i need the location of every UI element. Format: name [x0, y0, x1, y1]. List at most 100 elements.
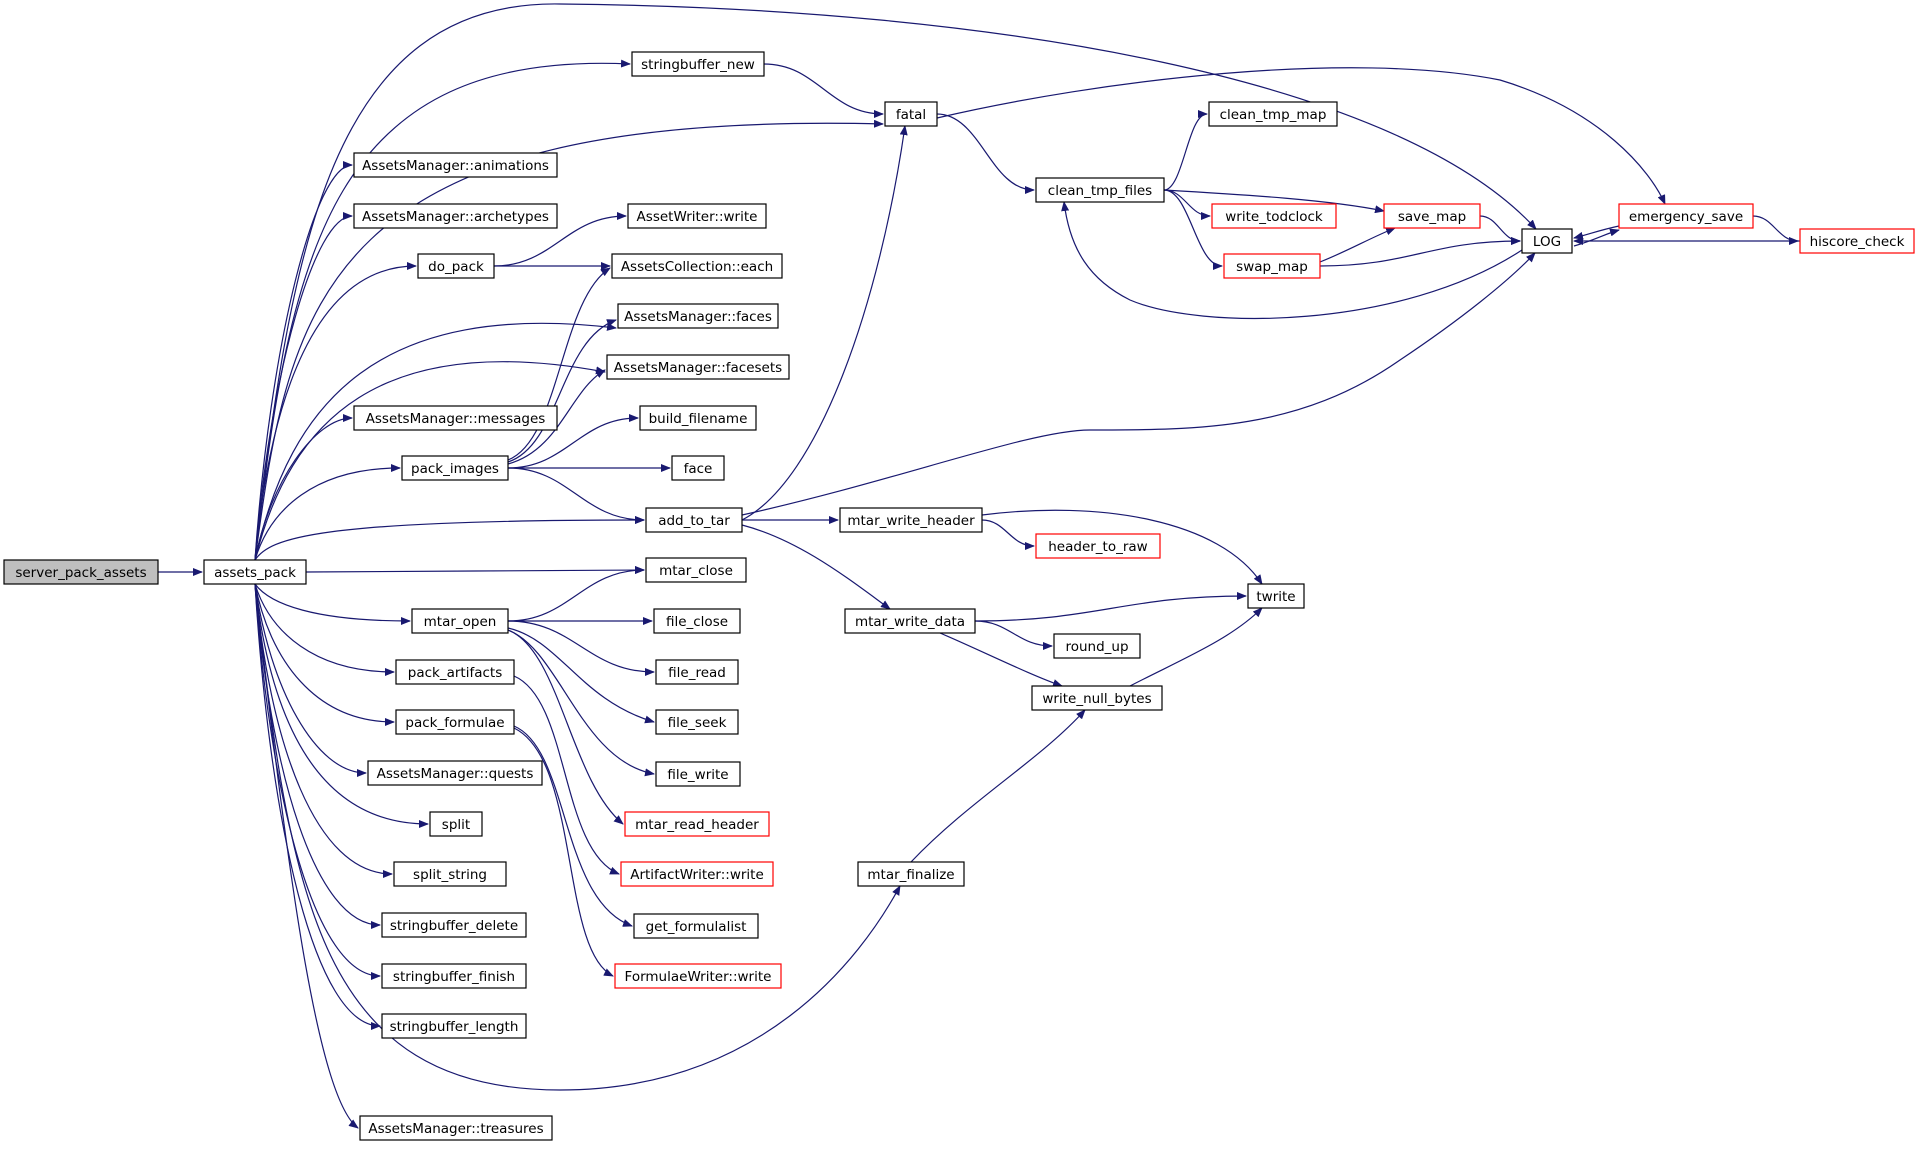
- node-assets-pack[interactable]: assets_pack: [203, 559, 307, 585]
- edge-do_pack-to-assetwriter_write: [493, 212, 627, 267]
- edge-mtar_finalize-to-write_null_bytes: [910, 709, 1086, 863]
- node-am-archetypes[interactable]: AssetsManager::archetypes: [353, 203, 558, 229]
- edge-assets_pack-to-am_archetypes: [254, 212, 353, 561]
- node-server-pack-assets[interactable]: server_pack_assets: [3, 559, 159, 585]
- edge-assets_pack-to-stringbuffer_new: [254, 59, 631, 561]
- node-box: [624, 811, 770, 837]
- node-clean-tmp-map[interactable]: clean_tmp_map: [1208, 101, 1338, 127]
- node-label: pack_artifacts: [408, 665, 502, 681]
- node-hiscore-check[interactable]: hiscore_check: [1799, 228, 1915, 254]
- edge-swap_map-to-LOG: [1319, 237, 1521, 267]
- node-box: [3, 559, 159, 585]
- node-box: [671, 455, 725, 481]
- node-split-string[interactable]: split_string: [393, 861, 507, 887]
- node-LOG[interactable]: LOG: [1521, 228, 1573, 254]
- edge-clean_tmp_files-to-swap_map: [1163, 189, 1223, 270]
- node-box: [367, 760, 543, 786]
- edge-assets_pack-to-add_to_tar: [254, 516, 645, 561]
- edge-swap_map-to-save_map: [1319, 227, 1396, 263]
- node-file-write[interactable]: file_write: [655, 761, 741, 787]
- edge-mtar_write_data-to-round_up: [974, 620, 1053, 650]
- node-label: fatal: [896, 107, 926, 123]
- node-file-seek[interactable]: file_seek: [655, 709, 739, 735]
- node-stringbuffer-delete[interactable]: stringbuffer_delete: [381, 912, 527, 938]
- node-assetwriter-write[interactable]: AssetWriter::write: [627, 203, 767, 229]
- edge-pack_formulae-to-get_formulalist: [513, 725, 633, 927]
- node-label: mtar_open: [424, 614, 497, 630]
- node-ac-each[interactable]: AssetsCollection::each: [611, 253, 783, 279]
- node-box: [395, 659, 515, 685]
- edge-assets_pack-to-am_messages: [254, 414, 353, 561]
- node-box: [411, 608, 509, 634]
- node-write-null-bytes[interactable]: write_null_bytes: [1031, 685, 1163, 711]
- edge-write_null_bytes-to-twrite: [1129, 607, 1263, 687]
- node-box: [606, 354, 790, 380]
- node-am-messages[interactable]: AssetsManager::messages: [353, 405, 558, 431]
- node-label: AssetsManager::animations: [362, 158, 549, 174]
- edge-pack_images-to-add_to_tar: [507, 467, 645, 524]
- node-mtar-open[interactable]: mtar_open: [411, 608, 509, 634]
- node-write-todclock[interactable]: write_todclock: [1211, 203, 1337, 229]
- node-label: AssetsManager::treasures: [368, 1121, 543, 1137]
- node-label: stringbuffer_length: [390, 1019, 519, 1035]
- node-split[interactable]: split: [429, 811, 483, 837]
- node-am-facesets[interactable]: AssetsManager::facesets: [606, 354, 790, 380]
- edge-mtar_open-to-mtar_read_header: [507, 629, 624, 825]
- node-label: clean_tmp_map: [1220, 107, 1327, 123]
- node-round-up[interactable]: round_up: [1053, 633, 1141, 659]
- node-get-formulalist[interactable]: get_formulalist: [633, 913, 759, 939]
- node-box: [429, 811, 483, 837]
- edge-assets_pack-to-am_quests: [254, 583, 367, 777]
- node-mtar-write-header[interactable]: mtar_write_header: [839, 507, 983, 533]
- node-label: file_write: [667, 767, 728, 783]
- node-clean-tmp-files[interactable]: clean_tmp_files: [1035, 177, 1165, 203]
- node-mtar-finalize[interactable]: mtar_finalize: [857, 861, 965, 887]
- node-box: [655, 659, 739, 685]
- edge-add_to_tar-to-mtar_write_data: [741, 524, 891, 610]
- node-face[interactable]: face: [671, 455, 725, 481]
- node-stringbuffer-length[interactable]: stringbuffer_length: [381, 1013, 527, 1039]
- node-emergency-save[interactable]: emergency_save: [1618, 203, 1754, 229]
- node-formulaewriter-write[interactable]: FormulaeWriter::write: [614, 963, 782, 989]
- edge-LOG-to-clean_tmp_files: [1061, 201, 1523, 320]
- edge-assets_pack-to-mtar_open: [254, 583, 411, 625]
- node-am-animations[interactable]: AssetsManager::animations: [353, 152, 558, 178]
- node-twrite[interactable]: twrite: [1247, 583, 1305, 609]
- edge-add_to_tar-to-LOG: [741, 252, 1536, 516]
- node-add-to-tar[interactable]: add_to_tar: [645, 507, 743, 533]
- node-box: [884, 101, 938, 127]
- node-label: AssetsManager::facesets: [614, 360, 782, 376]
- node-box: [1211, 203, 1337, 229]
- node-am-treasures[interactable]: AssetsManager::treasures: [359, 1115, 553, 1141]
- node-artifactwriter-write[interactable]: ArtifactWriter::write: [620, 861, 774, 887]
- node-build-filename[interactable]: build_filename: [639, 405, 757, 431]
- node-pack-images[interactable]: pack_images: [401, 455, 509, 481]
- node-label: mtar_write_data: [855, 614, 965, 630]
- node-pack-formulae[interactable]: pack_formulae: [395, 709, 515, 735]
- node-stringbuffer-finish[interactable]: stringbuffer_finish: [381, 963, 527, 989]
- edge-LOG-to-emergency_save: [1573, 228, 1620, 247]
- node-label: AssetsCollection::each: [621, 259, 773, 275]
- node-save-map[interactable]: save_map: [1383, 203, 1481, 229]
- node-mtar-write-data[interactable]: mtar_write_data: [844, 608, 976, 634]
- node-am-quests[interactable]: AssetsManager::quests: [367, 760, 543, 786]
- node-file-read[interactable]: file_read: [655, 659, 739, 685]
- edge-fatal-to-emergency_save: [936, 67, 1666, 205]
- node-label: mtar_close: [659, 563, 733, 579]
- node-file-close[interactable]: file_close: [653, 608, 741, 634]
- node-header-to-raw[interactable]: header_to_raw: [1035, 533, 1161, 559]
- node-am-faces[interactable]: AssetsManager::faces: [617, 303, 779, 329]
- node-label: pack_images: [411, 461, 499, 477]
- node-swap-map[interactable]: swap_map: [1223, 253, 1321, 279]
- node-pack-artifacts[interactable]: pack_artifacts: [395, 659, 515, 685]
- node-stringbuffer-new[interactable]: stringbuffer_new: [631, 51, 765, 77]
- node-mtar-read-header[interactable]: mtar_read_header: [624, 811, 770, 837]
- node-fatal[interactable]: fatal: [884, 101, 938, 127]
- node-do-pack[interactable]: do_pack: [417, 253, 495, 279]
- node-box: [1223, 253, 1321, 279]
- edge-assets_pack-to-am_faces: [254, 322, 617, 561]
- node-box: [627, 203, 767, 229]
- node-mtar-close[interactable]: mtar_close: [645, 557, 747, 583]
- edge-pack_images-to-am_facesets: [507, 369, 606, 465]
